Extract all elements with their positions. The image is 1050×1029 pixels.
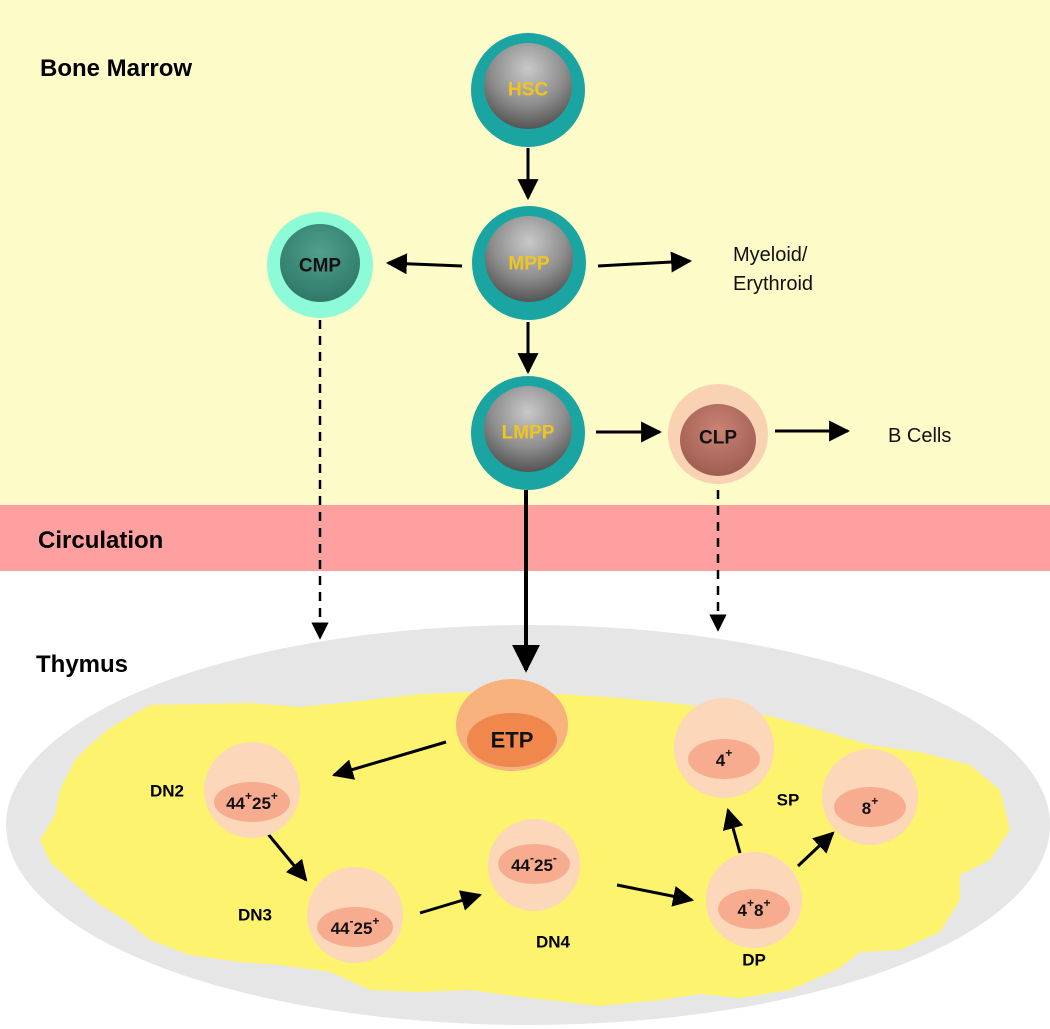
lmpp-cell: LMPP (471, 376, 585, 490)
sp8-marker: 8+ (862, 794, 878, 818)
dn3-marker: 44-25+ (331, 914, 380, 938)
dn4-marker: 44-25- (511, 851, 557, 875)
b-cells-label: B Cells (888, 425, 951, 447)
sp4-cell: 4+ (674, 698, 774, 798)
dn2-cell: 44+25+ (204, 742, 300, 838)
dn4-stage-label: DN4 (536, 933, 571, 952)
hsc-cell: HSC (471, 33, 585, 147)
dn3-stage-label: DN3 (238, 906, 272, 925)
mpp-label: MPP (508, 254, 550, 275)
arrow-etp-to-dn2 (331, 740, 447, 780)
sp4-marker: 4+ (716, 746, 732, 770)
etp-cell: ETP (456, 679, 568, 771)
dn2-stage-label: DN2 (150, 782, 184, 801)
cmp-label: CMP (299, 256, 342, 277)
etp-label: ETP (491, 728, 534, 753)
thymus-label: Thymus (36, 651, 128, 678)
arrow-dn3-to-dn4 (419, 890, 483, 915)
clp-cell: CLP (668, 384, 768, 484)
arrow-dp-to-sp8 (796, 831, 835, 868)
mpp-cell: MPP (472, 206, 586, 320)
clp-label: CLP (699, 428, 737, 449)
bone-marrow-label: Bone Marrow (40, 55, 192, 82)
myeloid-erythroid-label-line2: Erythroid (733, 273, 813, 295)
dn3-cell: 44-25+ (307, 867, 403, 963)
arrow-dn2-to-dn3 (266, 833, 308, 882)
circulation-label: Circulation (38, 527, 163, 554)
sp-stage-label: SP (777, 791, 800, 810)
arrow-dp-to-sp4 (722, 807, 744, 854)
dn4-cell: 44-25- (488, 819, 580, 911)
arrow-dn4-to-dp (616, 883, 695, 907)
sp8-cell: 8+ (822, 749, 918, 845)
dp-marker: 4+8+ (738, 896, 771, 920)
arrow-mpp-to-myeloid (597, 251, 693, 273)
cmp-cell: CMP (267, 212, 373, 318)
dp-cell: 4+8+ (706, 852, 802, 948)
arrow-mpp-to-cmp (385, 253, 463, 275)
dp-stage-label: DP (742, 951, 766, 970)
hsc-label: HSC (508, 80, 548, 101)
dn2-marker: 44+25+ (226, 789, 278, 813)
lmpp-label: LMPP (502, 423, 555, 444)
myeloid-erythroid-label-line1: Myeloid/ (733, 244, 808, 266)
